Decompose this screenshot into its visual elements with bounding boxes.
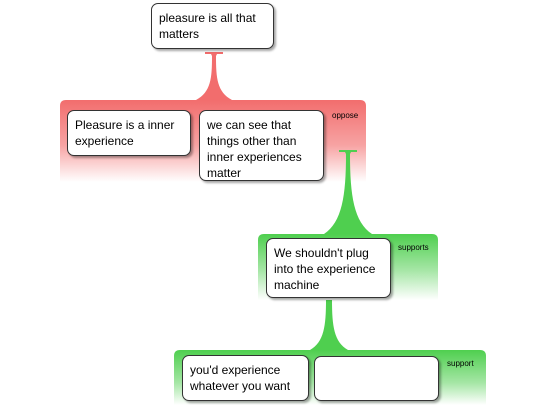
oppose-reason-node-2[interactable]: we can see that things other than inner …	[199, 110, 324, 181]
support-reason-node-2b[interactable]	[314, 356, 439, 401]
root-claim-node[interactable]: pleasure is all that matters	[151, 3, 274, 49]
oppose-label: oppose	[332, 111, 359, 120]
support-label: support	[447, 359, 474, 368]
supports-label: supports	[398, 243, 429, 252]
support-reason-node-1[interactable]: We shouldn't plug into the experience ma…	[266, 238, 391, 298]
oppose-connector	[196, 52, 232, 100]
oppose-reason-node-1[interactable]: Pleasure is a inner experience	[67, 110, 191, 156]
supports-connector	[324, 150, 372, 234]
support-reason-node-2a[interactable]: you'd experience whatever you want	[182, 355, 309, 401]
support-connector	[310, 300, 348, 350]
